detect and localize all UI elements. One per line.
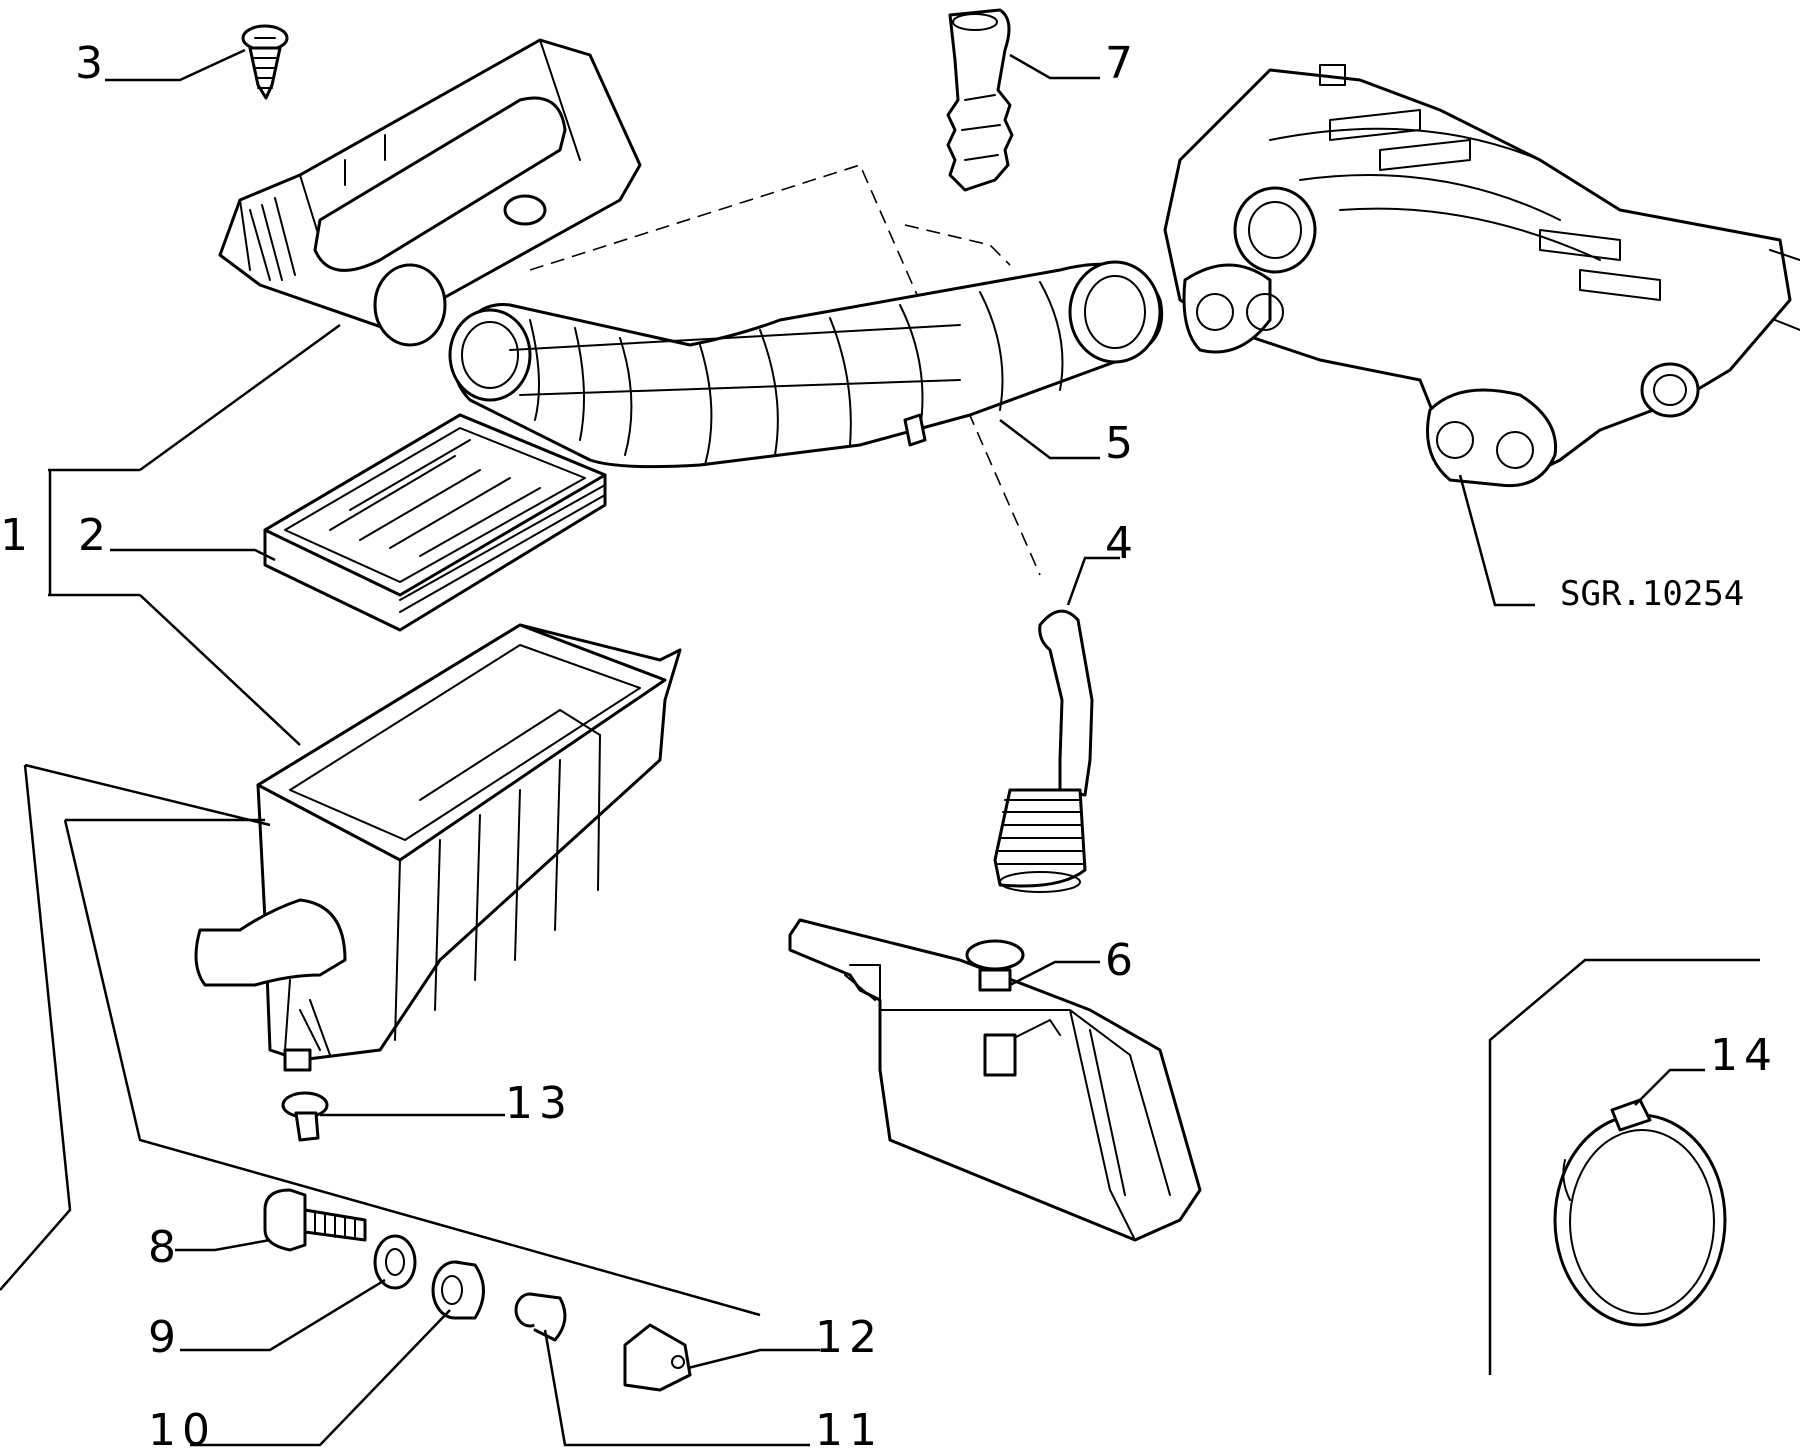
resonator: [788, 918, 1202, 1242]
hose-fitting: [946, 8, 1014, 192]
callout-1: 1: [0, 510, 34, 561]
drain-plug: [281, 1091, 329, 1142]
drawing-reference-code: SGR.10254: [1560, 574, 1744, 614]
air-filter-cover: [218, 38, 642, 347]
hose-clamp: [1553, 1098, 1727, 1327]
callout-11: 11: [815, 1405, 883, 1449]
air-filter-box: [194, 623, 682, 1072]
filter-element: [263, 413, 607, 632]
intake-manifold: [1163, 64, 1800, 488]
callout-12: 12: [815, 1312, 883, 1363]
breather-hose: [993, 609, 1094, 893]
clip-nut: [623, 1323, 692, 1392]
callout-8: 8: [148, 1222, 182, 1273]
callout-leaders: [105, 48, 1705, 1447]
callout-4: 4: [1105, 518, 1139, 569]
callout-9: 9: [148, 1312, 182, 1363]
callout-3: 3: [75, 38, 109, 89]
mounting-bolt: [263, 1188, 367, 1252]
callout-6: 6: [1105, 935, 1139, 986]
callout-2: 2: [78, 510, 112, 561]
grommet: [431, 1260, 485, 1320]
part-number-labels: 1 2 3 4 5 6 7 8 9 10 11 12 13 14 SGR.102…: [0, 38, 1778, 1449]
callout-5: 5: [1105, 418, 1139, 469]
callout-10: 10: [148, 1405, 216, 1449]
group-bracket-lines: [0, 323, 1760, 1375]
washer: [373, 1234, 417, 1290]
assembly-dash-lines: [529, 164, 1041, 576]
bushing: [514, 1292, 567, 1342]
air-intake-hose: [448, 260, 1164, 469]
callout-7: 7: [1105, 38, 1139, 89]
self-tapping-screw: [241, 24, 289, 100]
callout-13: 13: [505, 1078, 573, 1129]
callout-14: 14: [1710, 1030, 1778, 1081]
